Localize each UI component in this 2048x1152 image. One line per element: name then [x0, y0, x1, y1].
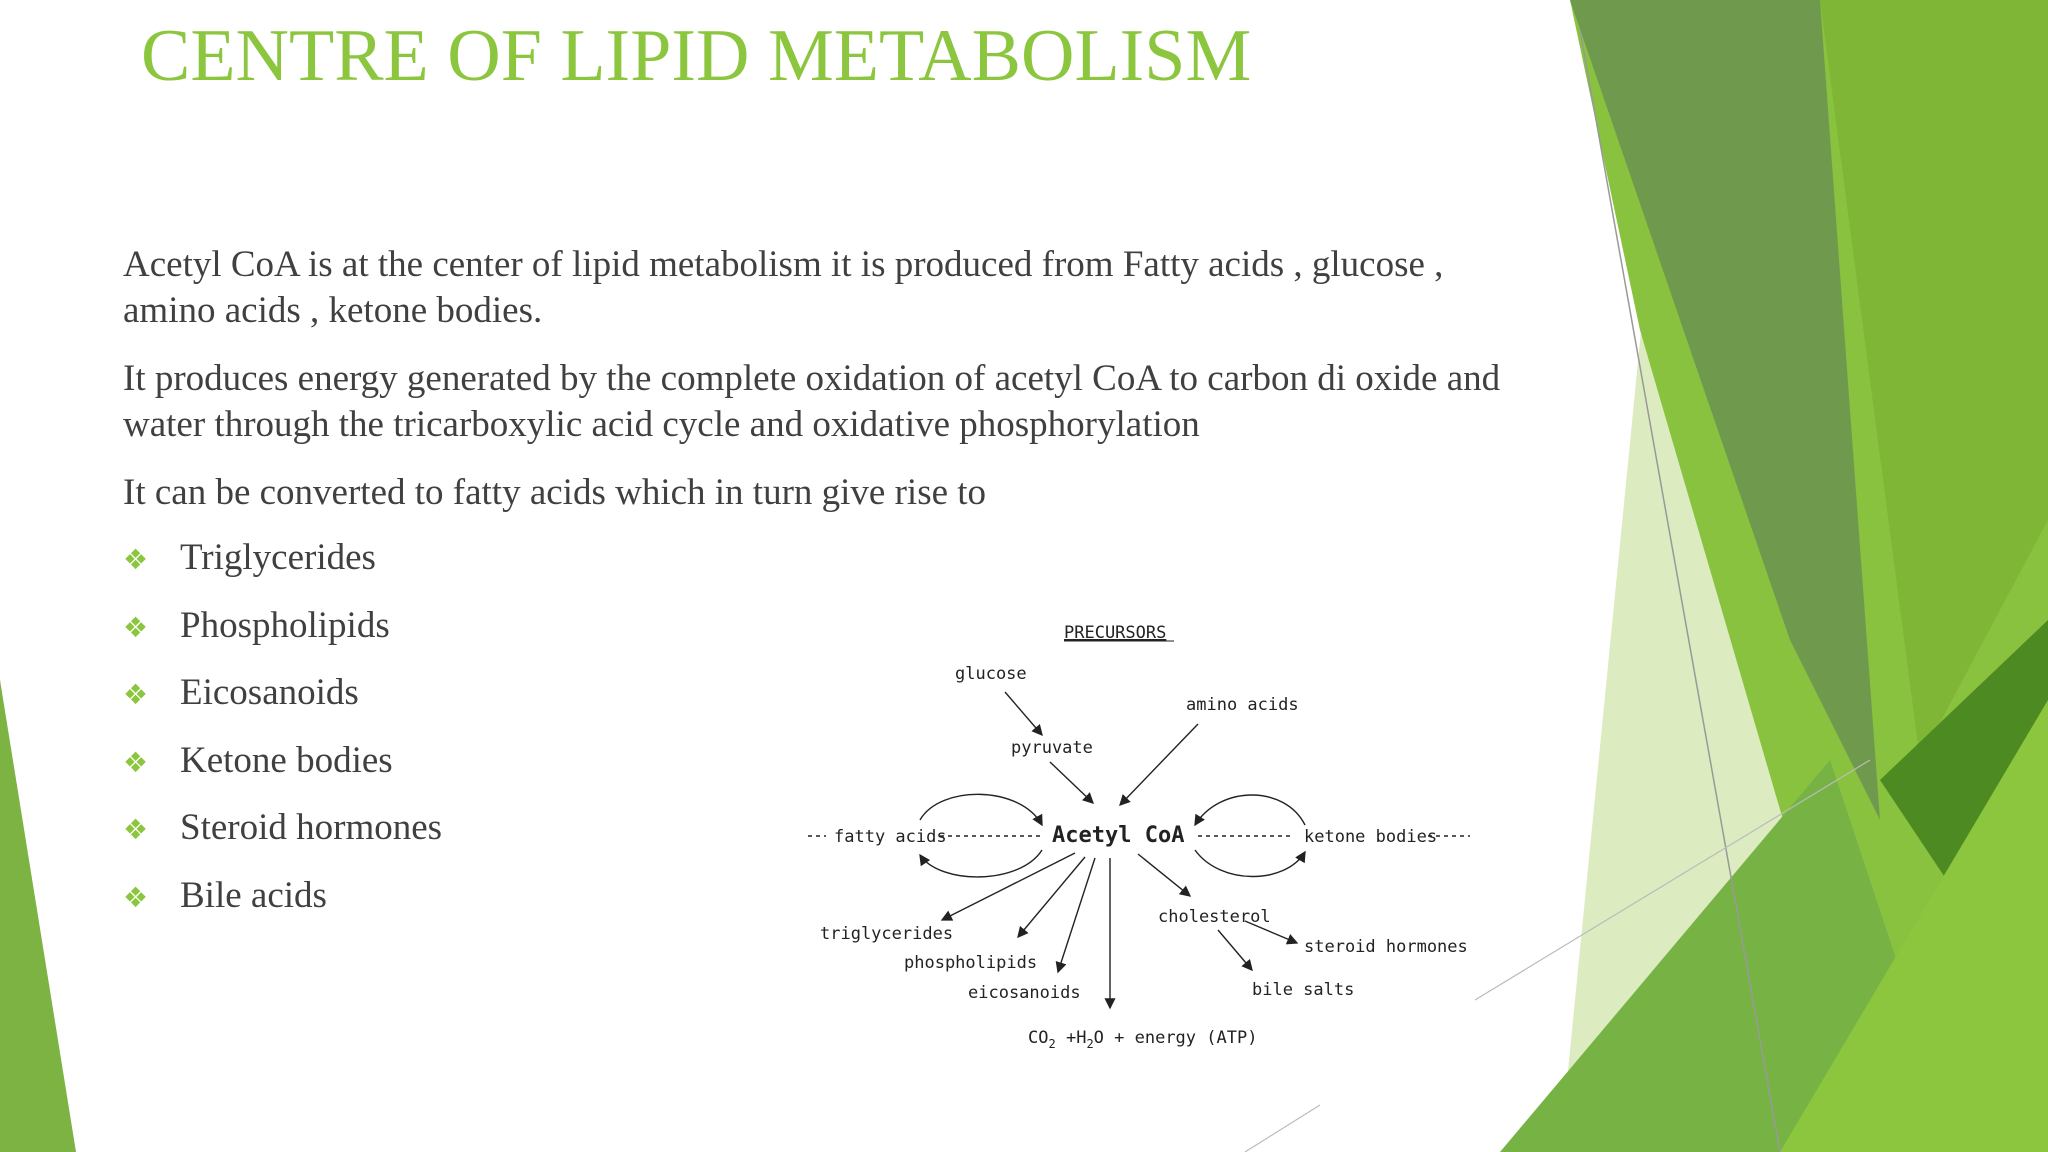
arrow-amino-acids-to-acetyl-coa [1119, 723, 1199, 807]
list-item: ❖ Bile acids [123, 870, 442, 938]
paragraph-acetyl-coa-sources: Acetyl CoA is at the center of lipid met… [123, 244, 1444, 331]
ketone-bodies-label: ketone bodies [1304, 827, 1437, 847]
paragraph-fatty-acid-conversion: It can be converted to fatty acids which… [123, 472, 987, 513]
slide-title: CENTRE OF LIPID METABOLISM [141, 15, 1252, 97]
acetyl-coa-label: Acetyl CoA [1052, 823, 1184, 848]
diamond-bullet-icon: ❖ [123, 543, 149, 576]
acetyl-coa-pathway-diagram: PRECURSORS glucose amino acids pyruvate … [808, 623, 1470, 1051]
list-item: ❖ Eicosanoids [123, 667, 442, 735]
pyruvate-label: pyruvate [1011, 738, 1093, 758]
amino-acids-label: amino acids [1186, 695, 1299, 715]
list-item-label: Phospholipids [180, 604, 390, 646]
arrow-to-steroid-hormones [1244, 920, 1299, 945]
list-item-label: Bile acids [180, 874, 327, 916]
thin-diagonal-line [1474, 759, 1871, 1001]
arrow-glucose-to-pyruvate [1004, 691, 1043, 737]
diamond-bullet-icon: ❖ [123, 880, 149, 914]
phospholipids-label: phospholipids [904, 953, 1037, 973]
list-item: ❖ Ketone bodies [123, 735, 442, 803]
steroid-hormones-label: steroid hormones [1304, 937, 1468, 957]
precursors-heading: PRECURSORS [1064, 623, 1166, 643]
arrow-to-bile-salts [1217, 929, 1253, 972]
cycle-arrow-fatty-acids-top [919, 793, 1043, 827]
arrow-pyruvate-to-acetyl-coa [1049, 761, 1095, 804]
thin-diagonal-line [1244, 1104, 1321, 1152]
cycle-arrow-ketone-top [1194, 794, 1306, 827]
paragraph-energy-production: It produces energy generated by the comp… [123, 358, 1501, 445]
list-item-label: Triglycerides [180, 537, 376, 578]
list-item-label: Steroid hormones [180, 807, 443, 848]
list-item: ❖ Steroid hormones [123, 802, 442, 870]
right-dark-green-shape [1570, 0, 1880, 820]
fatty-acids-label: fatty acids [834, 827, 947, 847]
diamond-bullet-icon: ❖ [123, 745, 149, 779]
products-list: ❖ Triglycerides ❖ Phospholipids ❖ Eicosanoi… [123, 532, 442, 937]
left-green-strip [0, 680, 76, 1152]
triglycerides-label: triglycerides [820, 924, 953, 944]
diamond-bullet-icon: ❖ [123, 610, 149, 644]
right-olive-shape [1880, 620, 2048, 900]
arrow-to-cholesterol [1137, 853, 1192, 897]
arrow-to-triglycerides [940, 852, 1076, 921]
diamond-bullet-icon: ❖ [123, 813, 149, 846]
list-item: ❖ Phospholipids [123, 600, 442, 668]
arrow-to-eicosanoids [1055, 857, 1096, 974]
list-item: ❖ Triglycerides [123, 532, 442, 600]
cycle-arrow-fatty-acids-bottom [919, 849, 1043, 878]
arrow-to-phospholipids [1017, 856, 1086, 939]
right-bright-green-shape [1820, 0, 2048, 760]
glucose-label: glucose [955, 664, 1027, 684]
cycle-arrow-ketone-bottom [1194, 849, 1306, 878]
eicosanoids-label: eicosanoids [968, 983, 1081, 1003]
thin-diagonal-line [1579, 29, 1781, 1152]
right-bottom-lime-shape [1780, 700, 2048, 1152]
bile-salts-label: bile salts [1252, 980, 1354, 1000]
cholesterol-label: cholesterol [1158, 907, 1271, 927]
diamond-bullet-icon: ❖ [123, 678, 149, 711]
list-item-label: Ketone bodies [180, 739, 393, 781]
list-item-label: Eicosanoids [180, 672, 359, 713]
co2-energy-label: CO2 +H2O + energy (ATP) [1028, 1028, 1257, 1051]
